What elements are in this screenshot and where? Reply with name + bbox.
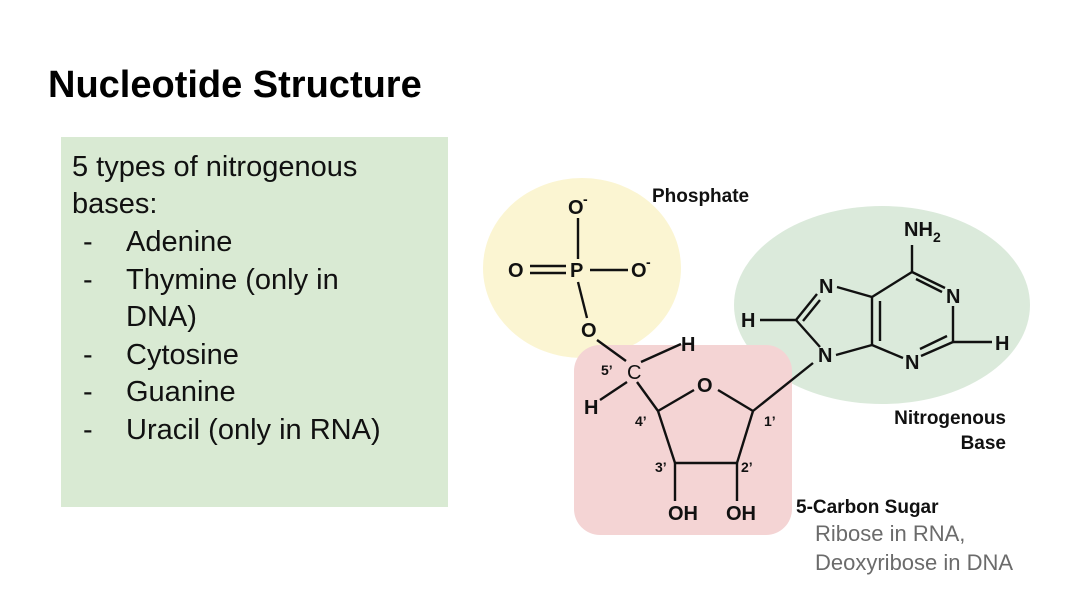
position-1-prime: 1’	[764, 413, 776, 429]
phosphate-o-bottom: O	[581, 320, 597, 342]
phosphate-o-left: O	[508, 260, 524, 282]
list-item: - Guanine	[61, 374, 386, 412]
base-n9: N	[818, 345, 832, 367]
position-2-prime: 2’	[741, 459, 753, 475]
phosphate-o-top-charge: -	[583, 191, 588, 207]
phosphate-label: Phosphate	[652, 186, 749, 207]
sugar-c5: C	[627, 362, 641, 384]
base-label-line1: Nitrogenous	[894, 408, 1006, 429]
base-nh-subscript: 2	[933, 229, 941, 245]
base-adenine: Adenine	[126, 226, 233, 258]
list-bullet: -	[83, 226, 93, 258]
phosphate-bonds	[530, 218, 628, 362]
bases-textbox: 5 types of nitrogenous bases: - Adenine -…	[61, 137, 448, 507]
list-bullet: -	[83, 413, 93, 446]
position-4-prime: 4’	[635, 413, 647, 429]
base-thymine: Thymine (only in DNA)	[126, 263, 339, 334]
base-h-right: H	[995, 333, 1009, 355]
base-n7: N	[819, 276, 833, 298]
sugar-oh-left: OH	[668, 503, 698, 525]
base-label-line2: Base	[961, 433, 1006, 454]
list-item: -Cytosine	[61, 337, 386, 375]
base-region	[734, 206, 1030, 404]
bases-intro: 5 types of nitrogenous bases:	[72, 151, 358, 220]
list-item: - Adenine	[61, 224, 386, 262]
sugar-bonds	[599, 342, 814, 501]
sugar-ring-o: O	[697, 375, 713, 397]
sugar-oh-right: OH	[726, 503, 756, 525]
base-n-bottom: N	[905, 352, 919, 374]
base-h-left: H	[741, 310, 755, 332]
phosphate-p: P	[570, 260, 583, 282]
list-bullet: -	[83, 338, 93, 371]
position-5-prime: 5’	[601, 362, 613, 378]
phosphate-region	[483, 178, 681, 358]
base-n-right: N	[946, 286, 960, 308]
list-bullet: -	[83, 263, 93, 296]
sugar-h-lower: H	[584, 397, 598, 419]
phosphate-o-top: O	[568, 197, 584, 219]
list-bullet: -	[83, 376, 93, 408]
bases-list: -Adenine -Thymine (only in DNA) -Cytosin…	[61, 224, 386, 449]
sugar-h-upper: H	[681, 334, 695, 356]
sugar-note-ribose: Ribose in RNA,	[815, 521, 965, 546]
list-item: -Uracil (only in RNA)	[61, 412, 386, 450]
slide-title: Nucleotide Structure	[48, 64, 422, 106]
base-uracil: Uracil (only in RNA)	[126, 413, 381, 446]
base-cytosine: Cytosine	[126, 338, 239, 371]
sugar-label: 5-Carbon Sugar	[796, 497, 939, 518]
phosphate-o-right-charge: -	[646, 254, 651, 270]
list-item: -Thymine (only in DNA)	[61, 262, 386, 337]
base-bonds	[760, 245, 992, 360]
phosphate-o-right: O	[631, 260, 647, 282]
sugar-note-deoxyribose: Deoxyribose in DNA	[815, 550, 1013, 575]
base-nh: NH	[904, 219, 933, 241]
base-guanine: Guanine	[126, 376, 236, 408]
position-3-prime: 3’	[655, 459, 667, 475]
